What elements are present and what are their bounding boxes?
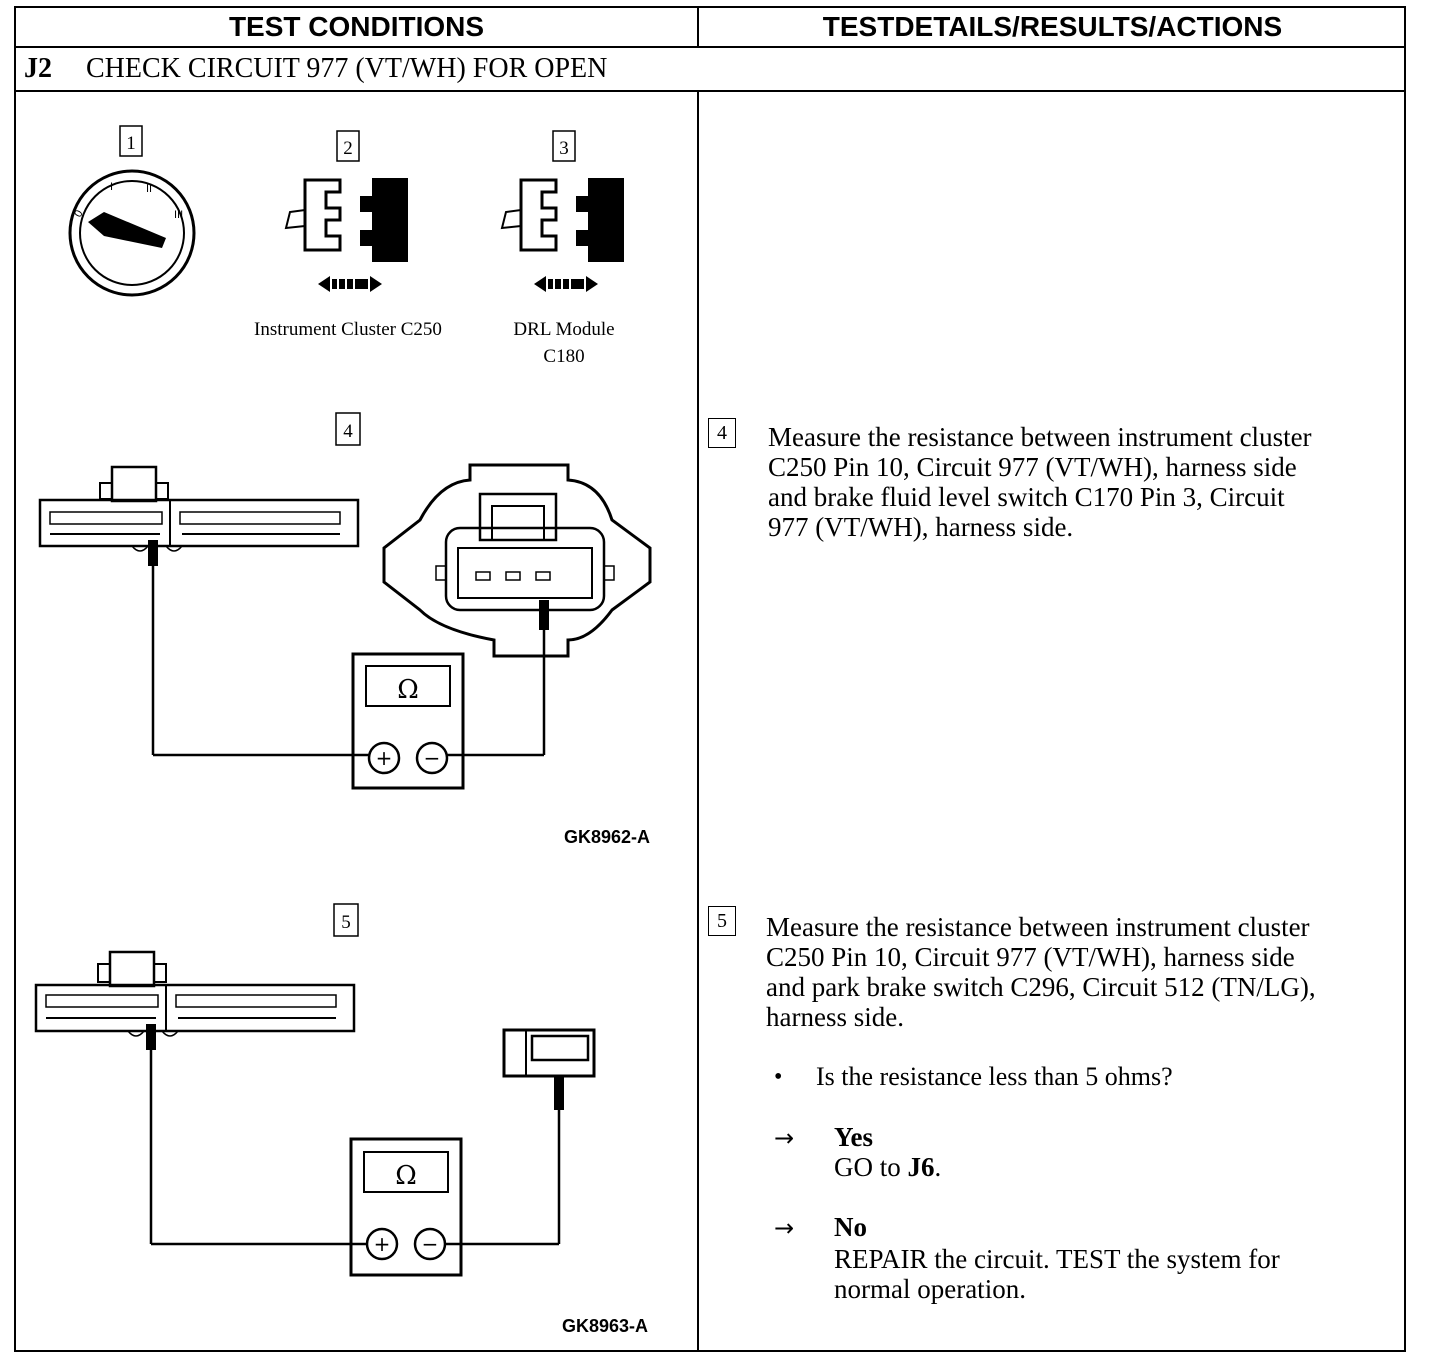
instrument-cluster-label: Instrument Cluster C250: [254, 319, 442, 340]
yes-action: GO to J6.: [834, 1152, 941, 1182]
ohmmeter-icon: Ω + −: [349, 1137, 463, 1277]
step-4-line: C250 Pin 10, Circuit 977 (VT/WH), harnes…: [768, 452, 1297, 482]
probe-lead-positive: [146, 1024, 366, 1246]
resistance-question: Is the resistance less than 5 ohms?: [816, 1062, 1173, 1091]
step-4-line: and brake fluid level switch C170 Pin 3,…: [768, 482, 1285, 512]
probe-lead-negative: [446, 1076, 564, 1246]
svg-text:I: I: [110, 181, 113, 193]
figure-4-id: GK8962-A: [564, 827, 650, 847]
step-title: CHECK CIRCUIT 977 (VT/WH) FOR OPEN: [86, 53, 608, 84]
yes-action-target: J6: [907, 1152, 935, 1182]
test-conditions-diagrams: 1 2 3 0 I II III Instrument Cluster C250: [34, 125, 652, 1336]
drl-module-label-line2: C180: [543, 346, 584, 367]
no-action-line: REPAIR the circuit. TEST the system for: [834, 1244, 1280, 1274]
svg-text:2: 2: [343, 138, 353, 159]
svg-text:0: 0: [72, 208, 85, 219]
step-4-line: 977 (VT/WH), harness side.: [768, 512, 1074, 542]
step-id: J2: [24, 53, 52, 84]
step-4-number: 4: [708, 418, 736, 448]
svg-text:Ω: Ω: [395, 1161, 417, 1191]
svg-text:+: +: [376, 746, 393, 770]
step-5-instructions: Measure the resistance between instrumen…: [766, 912, 1316, 1032]
ohmmeter-icon: Ω + −: [351, 652, 465, 790]
yes-arrow-icon: →: [774, 1124, 795, 1152]
test-procedure-sheet: TEST CONDITIONS TESTDETAILS/RESULTS/ACTI…: [14, 6, 1406, 1352]
svg-text:1: 1: [126, 133, 136, 154]
icon-number-2: 2: [336, 130, 360, 162]
svg-text:II: II: [146, 183, 152, 195]
yes-action-prefix: GO to: [834, 1152, 908, 1182]
figure-4-number: 4: [335, 412, 361, 446]
figure-5-number: 5: [333, 903, 359, 937]
svg-text:4: 4: [343, 421, 353, 442]
svg-text:Ω: Ω: [397, 675, 419, 705]
ignition-switch-icon: 0 I II III: [68, 169, 196, 297]
park-brake-switch-connector: [502, 1028, 596, 1078]
question-bullet: •: [774, 1064, 783, 1090]
step-title-row: J2 CHECK CIRCUIT 977 (VT/WH) FOR OPEN: [16, 48, 1406, 92]
header-test-details: TESTDETAILS/RESULTS/ACTIONS: [699, 8, 1406, 48]
yes-label: Yes: [834, 1122, 873, 1152]
no-action: REPAIR the circuit. TEST the system for …: [834, 1244, 1280, 1304]
icon-number-3: 3: [552, 130, 576, 162]
step-4-line: Measure the resistance between instrumen…: [768, 422, 1312, 452]
probe-lead-positive: [148, 540, 370, 757]
probe-lead-negative: [446, 600, 549, 757]
svg-text:−: −: [422, 1232, 439, 1256]
step-5-line: and park brake switch C296, Circuit 512 …: [766, 972, 1316, 1002]
column-divider: [697, 92, 699, 1352]
instrument-cluster-connector: [38, 465, 360, 552]
svg-text:−: −: [424, 746, 441, 770]
step-5-line: harness side.: [766, 1002, 904, 1032]
brake-fluid-switch-connector: [382, 463, 652, 658]
no-label: No: [834, 1212, 867, 1242]
connector-disconnect-icon: [500, 178, 624, 292]
svg-text:5: 5: [341, 912, 351, 933]
figure-5-id: GK8963-A: [562, 1316, 648, 1336]
no-arrow-icon: →: [774, 1214, 795, 1242]
yes-action-suffix: .: [934, 1152, 942, 1182]
connector-disconnect-icon: [284, 178, 408, 292]
svg-text:III: III: [174, 209, 183, 221]
drl-module-label-line1: DRL Module: [513, 319, 614, 340]
step-5-line: C250 Pin 10, Circuit 977 (VT/WH), harnes…: [766, 942, 1295, 972]
icon-number-1: 1: [119, 125, 143, 157]
instrument-cluster-connector: [34, 950, 356, 1037]
svg-text:+: +: [374, 1232, 391, 1256]
step-5-line: Measure the resistance between instrumen…: [766, 912, 1310, 942]
svg-text:3: 3: [559, 138, 569, 159]
step-4-instructions: Measure the resistance between instrumen…: [768, 422, 1312, 542]
no-action-line: normal operation.: [834, 1274, 1026, 1304]
header-test-conditions: TEST CONDITIONS: [16, 8, 699, 48]
step-5-number: 5: [708, 906, 736, 936]
